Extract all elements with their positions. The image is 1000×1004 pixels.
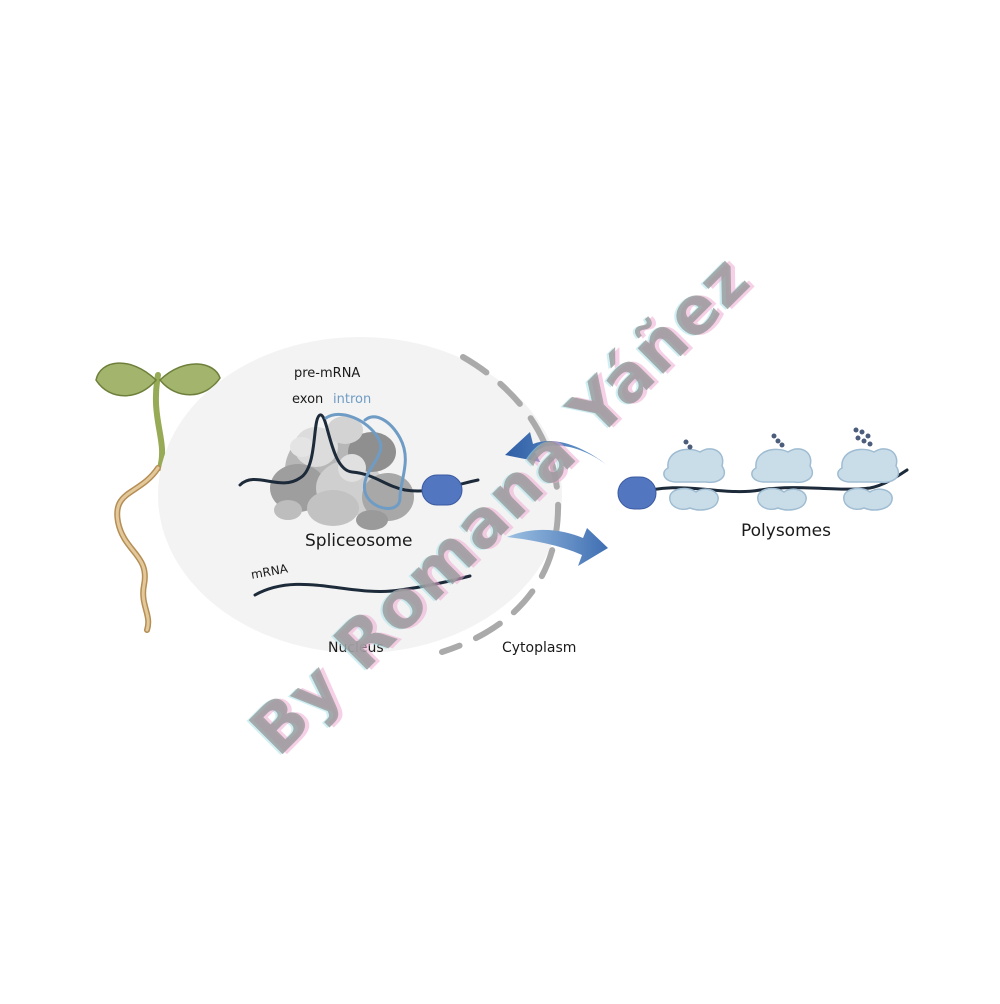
seedling-icon	[95, 362, 221, 633]
ribosome	[837, 427, 900, 511]
exon-strand	[238, 413, 480, 493]
spliceosome-complex	[270, 416, 414, 530]
nucleus-label: Nucleus	[328, 640, 384, 656]
pre-mrna-label: pre-mRNA	[294, 366, 361, 381]
cytoplasm-label: Cytoplasm	[502, 640, 577, 656]
ribosome	[751, 433, 814, 511]
mrna-strand	[253, 574, 472, 597]
intron-label: intron	[333, 392, 372, 407]
import-arrow	[505, 432, 607, 465]
ribosome	[663, 439, 726, 511]
intron-loop	[324, 412, 407, 510]
exon-label: exon	[292, 392, 324, 407]
cap-nucleus	[421, 474, 463, 506]
cap-cytoplasm	[617, 476, 657, 510]
spliceosome-label: Spliceosome	[305, 531, 413, 551]
polysomes-label: Polysomes	[741, 521, 831, 541]
export-arrow	[507, 528, 608, 566]
nuclear-membrane	[439, 354, 562, 655]
